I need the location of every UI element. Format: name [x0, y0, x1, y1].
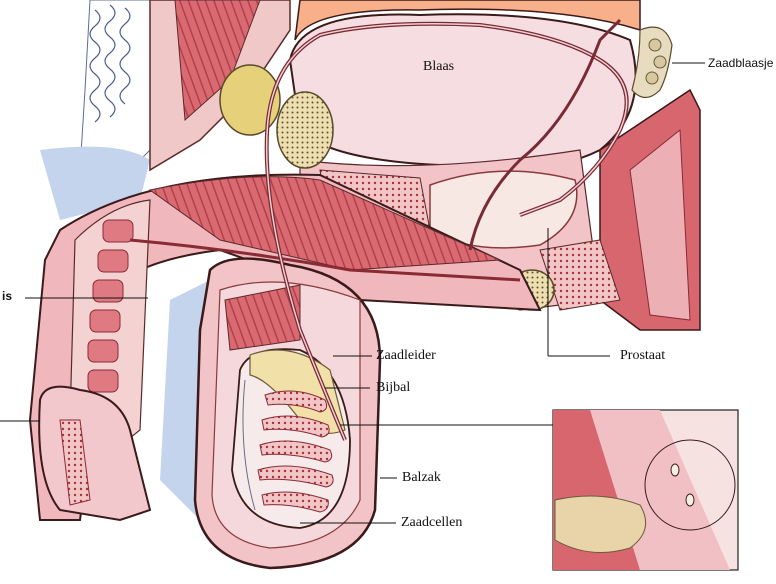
label-prostaat: Prostaat	[620, 349, 665, 363]
label-balzak: Balzak	[402, 471, 441, 485]
inset-detail	[553, 410, 738, 570]
label-bijbal: Bijbal	[376, 381, 410, 395]
label-zaadleider: Zaadleider	[376, 349, 436, 363]
label-blaas: Blaas	[423, 60, 454, 74]
label-zaadcellen: Zaadcellen	[401, 516, 462, 530]
label-zaadblaasje: Zaadblaasje	[708, 57, 773, 69]
seminal-vesicle	[632, 27, 672, 97]
label-penis: is	[2, 290, 12, 302]
